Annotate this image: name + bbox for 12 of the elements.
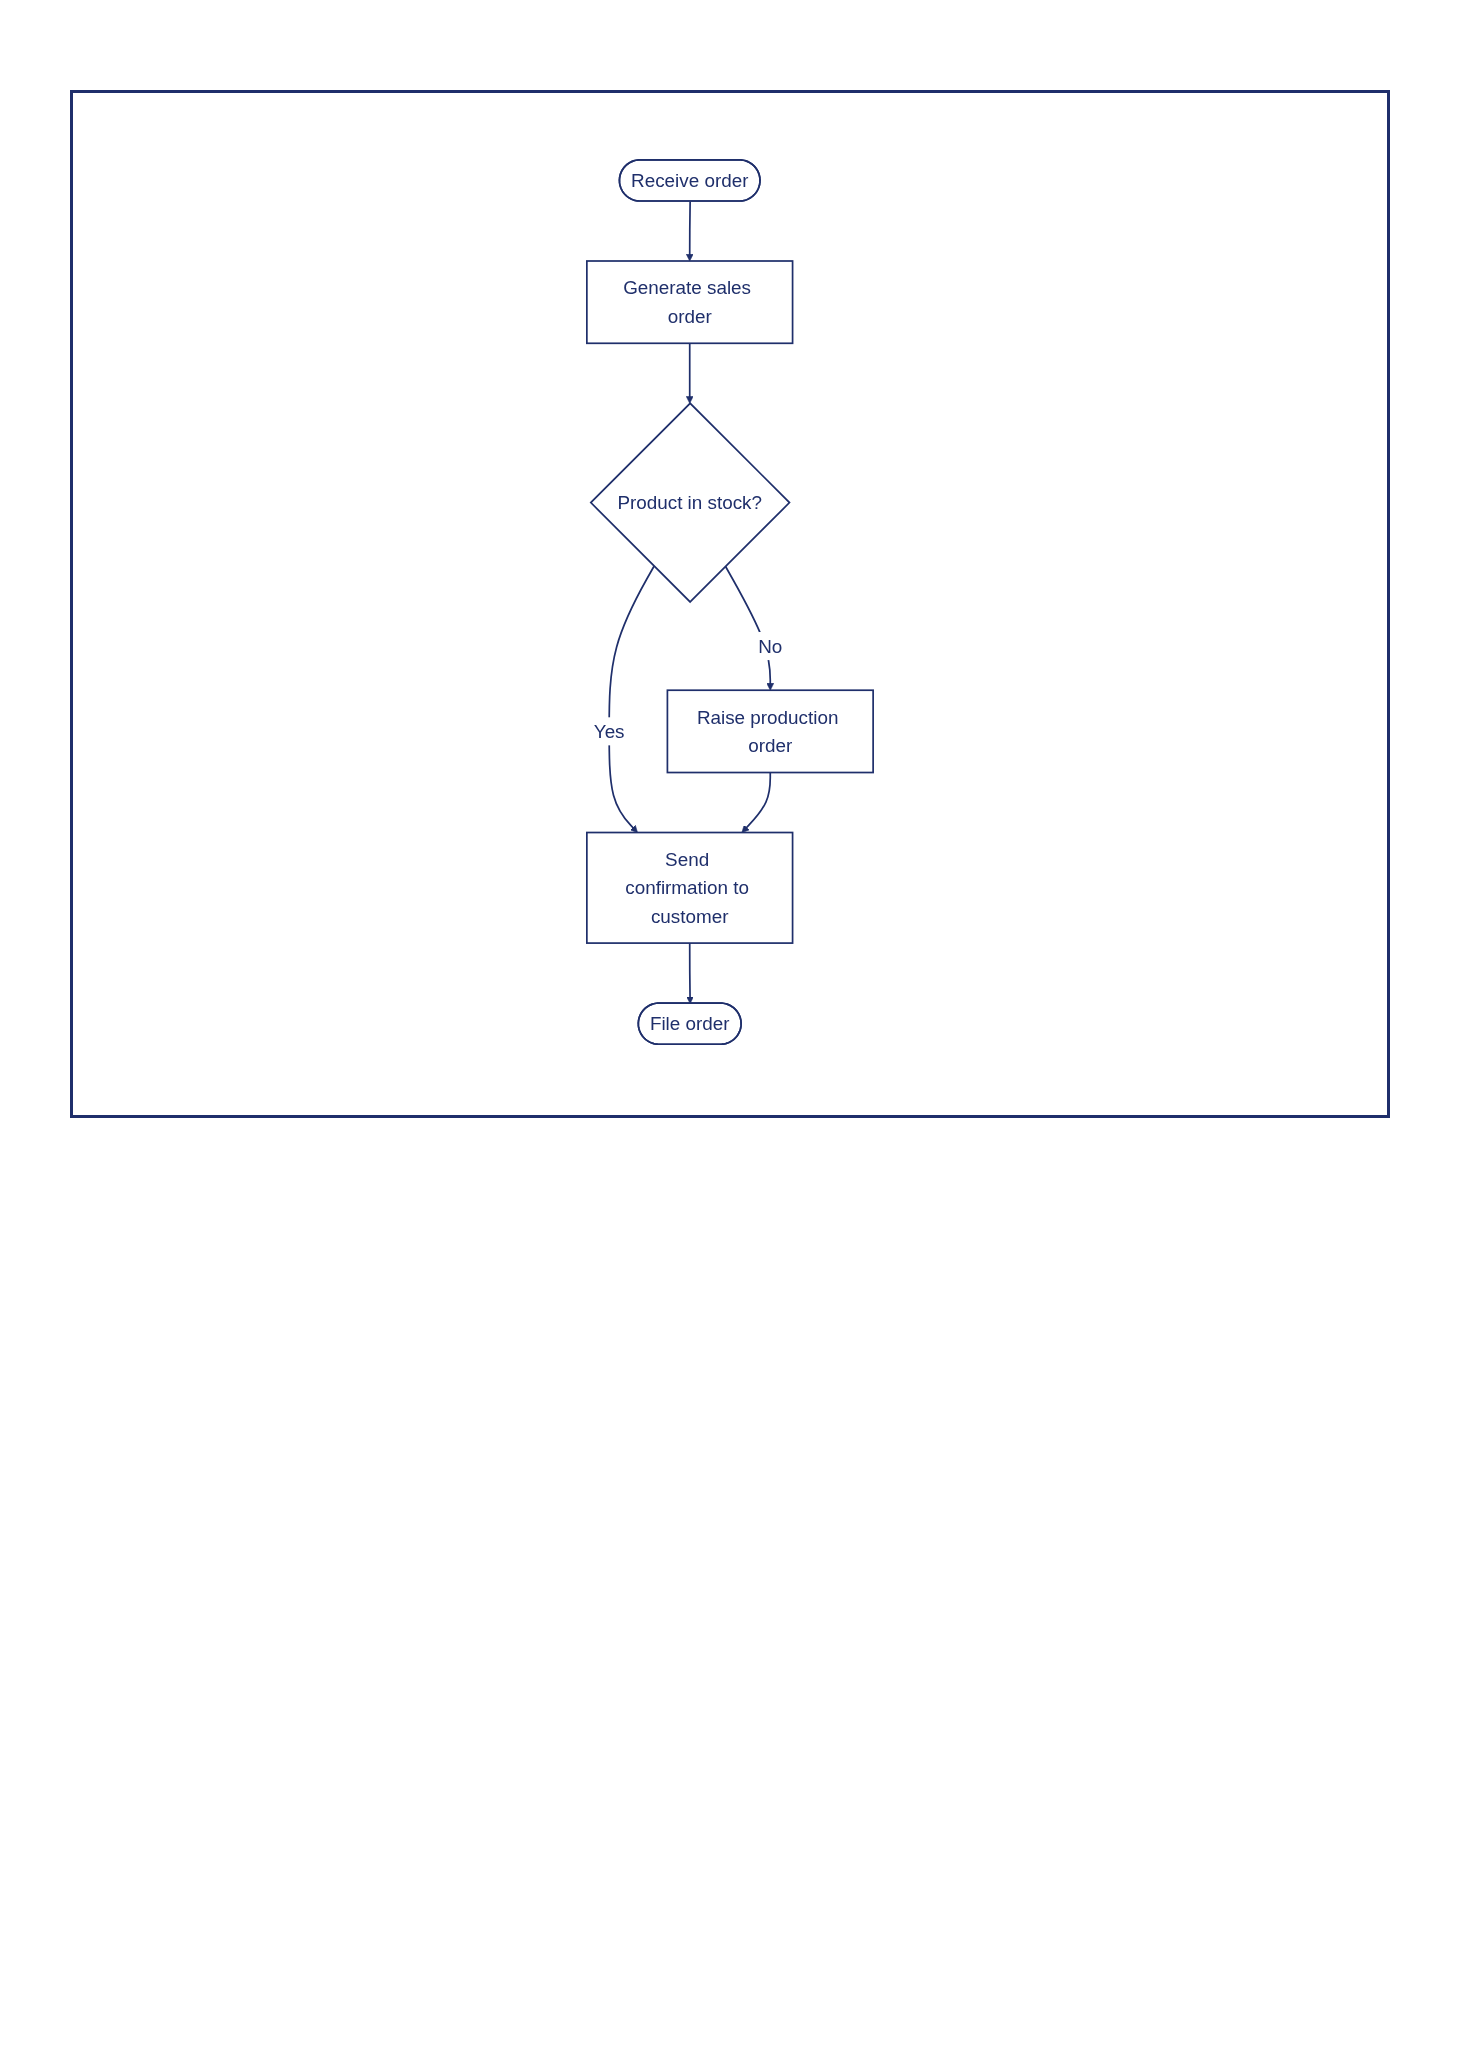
arrow xyxy=(686,942,694,1004)
arrow xyxy=(608,565,655,833)
node-box xyxy=(666,689,874,774)
arrow xyxy=(741,771,772,833)
arrow xyxy=(685,200,694,262)
node-diamond xyxy=(589,402,791,604)
node-box xyxy=(586,260,794,345)
edge-label: Yes xyxy=(593,720,625,743)
arrow xyxy=(685,342,694,404)
edge-label: No xyxy=(758,635,783,657)
frame-border: No Yes Receive order Generate sales order Product in stock? Raise production order Send confirmation to customer File order xyxy=(70,90,1390,1119)
node-box xyxy=(586,831,794,944)
